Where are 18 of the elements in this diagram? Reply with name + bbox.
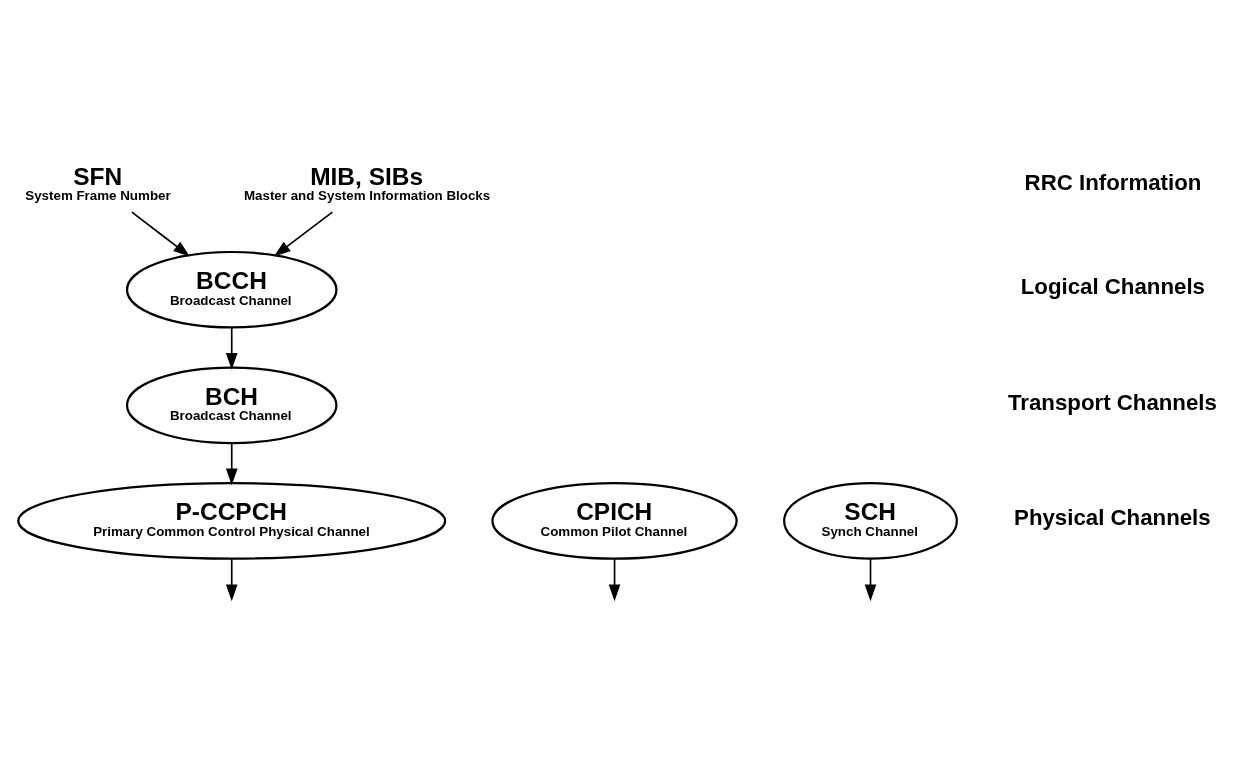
label: RRC Information (1024, 169, 1202, 195)
arrow (225, 442, 238, 486)
arrow (131, 211, 190, 257)
node-ellipse: BCH Broadcast Channel (125, 366, 338, 445)
node-ellipse: CPICH Common Pilot Channel (491, 482, 738, 560)
arrow (225, 326, 238, 370)
node-text: SFN System Frame Number (25, 162, 171, 204)
node-ellipse: BCCH Broadcast Channel (125, 250, 338, 329)
arrow (225, 558, 238, 602)
node-ellipse: P-CCPCH Primary Common Control Physical Channel (17, 482, 447, 560)
node-ellipse: SCH Synch Channel (783, 482, 958, 560)
arrow (273, 211, 334, 257)
label: Transport Channels (1007, 389, 1217, 415)
arrow (864, 558, 877, 602)
label: Logical Channels (1020, 274, 1205, 300)
node-text: MIB, SIBs Master and System Information Blocks (243, 162, 491, 204)
arrow (608, 558, 621, 602)
label: Physical Channels (1014, 505, 1211, 531)
